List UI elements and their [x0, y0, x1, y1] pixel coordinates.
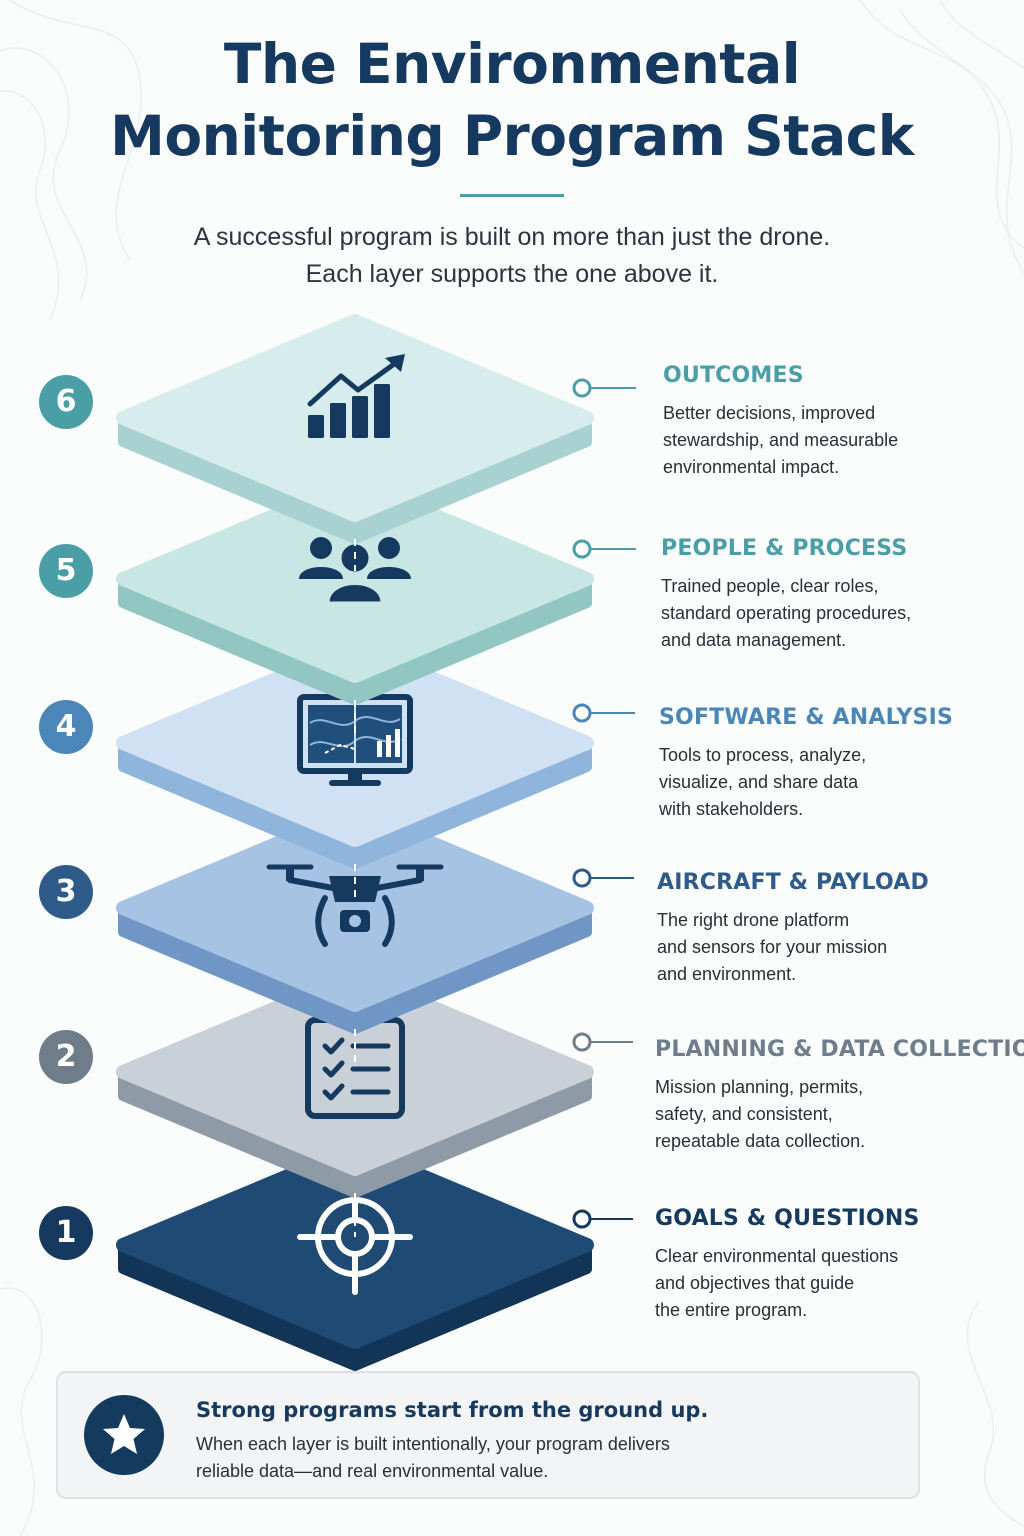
- layer-description: The right drone platform and sensors for …: [657, 907, 929, 988]
- connector-dot: [572, 378, 592, 398]
- connector-dot: [572, 703, 592, 723]
- layer-number-badge: 5: [39, 544, 93, 598]
- layer-label-2: PLANNING & DATA COLLECTION Mission planni…: [655, 1036, 1024, 1155]
- header: The Environmental Monitoring Program Sta…: [0, 28, 1024, 293]
- connector-dot: [572, 868, 592, 888]
- monitor-map-icon: [297, 694, 413, 786]
- layer-title: AIRCRAFT & PAYLOAD: [657, 870, 929, 895]
- layer-description-line: and sensors for your mission: [657, 937, 888, 957]
- layer-description-line: stewardship, and measurable: [663, 430, 899, 450]
- layer-description-line: safety, and consistent,: [655, 1104, 833, 1124]
- layer-title: SOFTWARE & ANALYSIS: [659, 705, 954, 730]
- subtitle-line-2: Each layer supports the one above it.: [305, 260, 719, 288]
- subtitle-line-1: A successful program is built on more th…: [193, 223, 831, 251]
- drone-camera-icon: [266, 864, 444, 947]
- layer-label-4: SOFTWARE & ANALYSIS Tools to process, ana…: [659, 704, 953, 823]
- layer-description: Clear environmental questions and objecti…: [655, 1243, 920, 1324]
- layer-description-line: visualize, and share data: [659, 772, 859, 792]
- layer-label-6: OUTCOMES Better decisions, improved stewar…: [663, 362, 898, 481]
- layer-title: PEOPLE & PROCESS: [661, 536, 908, 561]
- connector-dot: [572, 1209, 592, 1229]
- layer-title: OUTCOMES: [663, 363, 804, 388]
- layer-slab-6: [116, 314, 594, 571]
- layer-description: Better decisions, improved stewardship, a…: [663, 400, 898, 481]
- connector-dot: [572, 1032, 592, 1052]
- footer-callout: Strong programs start from the ground up…: [56, 1371, 920, 1499]
- layer-description-line: and objectives that guide: [655, 1273, 855, 1293]
- layer-slab-5: [116, 475, 594, 735]
- layer-slab-3: [116, 804, 594, 1064]
- layer-title: GOALS & QUESTIONS: [655, 1206, 920, 1231]
- footer-body-line-2: reliable data—and real environmental val…: [196, 1461, 549, 1481]
- layer-label-1: GOALS & QUESTIONS Clear environmental que…: [655, 1205, 920, 1324]
- layer-description-line: Mission planning, permits,: [655, 1077, 864, 1097]
- layer-description-line: and data management.: [661, 630, 847, 650]
- star-icon: [84, 1395, 164, 1475]
- layer-description: Tools to process, analyze, visualize, and…: [659, 742, 953, 823]
- layer-description-line: Trained people, clear roles,: [661, 576, 879, 596]
- subtitle: A successful program is built on more th…: [0, 219, 1024, 293]
- layer-description-line: and environment.: [657, 964, 797, 984]
- title-line-2: Monitoring Program Stack: [110, 104, 914, 168]
- layer-number-badge: 4: [39, 700, 93, 754]
- layer-description: Mission planning, permits, safety, and co…: [655, 1074, 1024, 1155]
- layer-description-line: Better decisions, improved: [663, 403, 876, 423]
- layer-number-badge: 1: [39, 1206, 93, 1260]
- page-title: The Environmental Monitoring Program Sta…: [0, 28, 1024, 172]
- layer-description-line: environmental impact.: [663, 457, 840, 477]
- layer-number-badge: 6: [39, 375, 93, 429]
- layer-label-3: AIRCRAFT & PAYLOAD The right drone platfo…: [657, 869, 929, 988]
- title-divider: [460, 194, 564, 197]
- title-line-1: The Environmental: [223, 32, 801, 96]
- connector-dot: [572, 539, 592, 559]
- layer-description-line: with stakeholders.: [659, 799, 804, 819]
- footer-body: When each layer is built intentionally, …: [196, 1431, 836, 1485]
- layer-description-line: The right drone platform: [657, 910, 850, 930]
- layer-slab-2: [116, 968, 594, 1237]
- layer-description: Trained people, clear roles, standard ope…: [661, 573, 911, 654]
- footer-headline: Strong programs start from the ground up…: [196, 1398, 709, 1422]
- layer-description-line: standard operating procedures,: [661, 603, 912, 623]
- layer-title: PLANNING & DATA COLLECTION: [655, 1037, 1024, 1062]
- growth-chart-icon: [307, 354, 405, 438]
- footer-body-line-1: When each layer is built intentionally, …: [196, 1434, 670, 1454]
- layer-description-line: the entire program.: [655, 1300, 808, 1320]
- layer-description-line: Tools to process, analyze,: [659, 745, 867, 765]
- layer-slab-4: [116, 639, 594, 900]
- layer-description-line: Clear environmental questions: [655, 1246, 899, 1266]
- layer-description-line: repeatable data collection.: [655, 1131, 866, 1151]
- layer-slab-1: [116, 1141, 594, 1371]
- layer-number-badge: 3: [39, 865, 93, 919]
- layer-number-badge: 2: [39, 1030, 93, 1084]
- layer-label-5: PEOPLE & PROCESS Trained people, clear ro…: [661, 535, 911, 654]
